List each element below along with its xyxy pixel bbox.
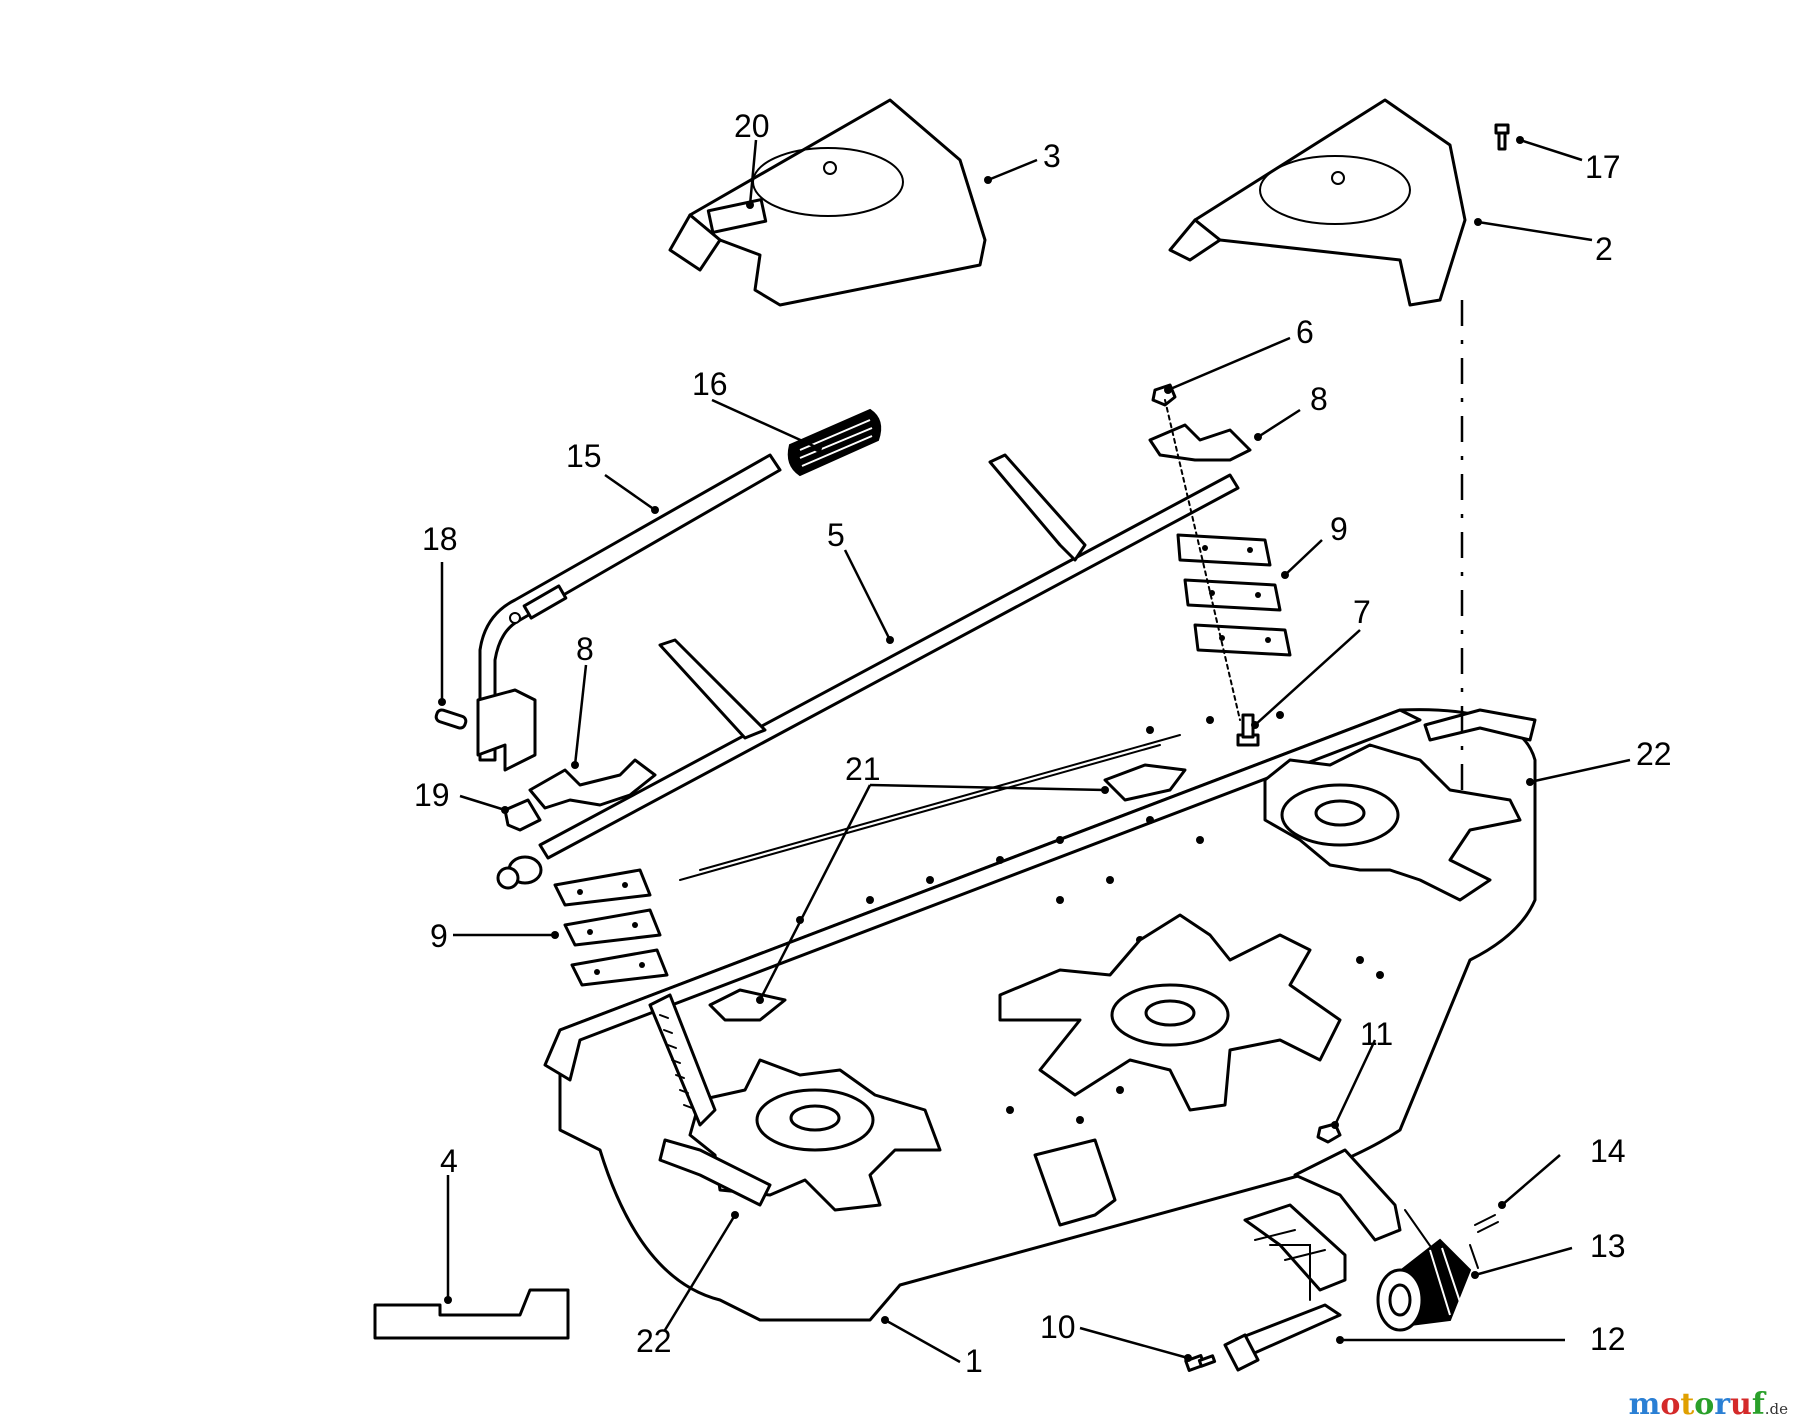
- screw-10: [1184, 1354, 1217, 1372]
- handle-bracket: [476, 688, 537, 772]
- decal-21-lower: [708, 988, 787, 1022]
- lift-handle: [478, 453, 782, 762]
- grip-16: [787, 408, 882, 477]
- callout-8-lower: 8: [576, 631, 594, 667]
- mower-deck: [543, 708, 1537, 1322]
- watermark-domain: .de: [1764, 1400, 1788, 1418]
- clip-19: [503, 798, 542, 832]
- clamp-8-upper: [1148, 423, 1252, 462]
- gauge-4: [373, 1288, 570, 1340]
- callout-1: 1: [965, 1343, 983, 1379]
- center-spindle-mount: [998, 913, 1342, 1112]
- watermark-logo: motoruf.de: [1629, 1387, 1788, 1422]
- watermark-letter: m: [1628, 1387, 1661, 1422]
- pin-18: [434, 708, 468, 730]
- belt-cover-right: [1168, 98, 1467, 307]
- leader-lines: [440, 138, 1631, 1364]
- spacer-plates-left: [553, 868, 669, 987]
- callout-2: 2: [1595, 231, 1613, 267]
- watermark-letter: t: [1680, 1387, 1695, 1422]
- roller-13: [1376, 1238, 1472, 1332]
- shaft-pivot: [496, 855, 543, 890]
- callout-20: 20: [734, 108, 770, 144]
- lift-shaft: [538, 453, 1240, 860]
- callout-22-left: 22: [636, 1323, 672, 1359]
- right-spindle-mount: [1263, 743, 1522, 902]
- callout-labels: 20 3 17 2 6 16 8 15 9 5 18 7 8 22 21 19 …: [414, 108, 1672, 1379]
- callout-9-right: 9: [1330, 511, 1348, 547]
- watermark-letter: r: [1714, 1387, 1731, 1422]
- callout-11: 11: [1360, 1016, 1393, 1052]
- spacer-plates-right: [1176, 533, 1292, 657]
- cotter-pin-14: [1469, 1214, 1499, 1269]
- callout-4: 4: [440, 1143, 458, 1179]
- callout-10: 10: [1040, 1309, 1076, 1345]
- height-adjust-plate: [648, 993, 717, 1127]
- callout-12: 12: [1590, 1321, 1626, 1357]
- callout-16: 16: [692, 366, 728, 402]
- left-spindle-mount: [688, 1058, 942, 1212]
- watermark-brand: motoruf: [1629, 1387, 1765, 1422]
- decal-21-upper: [1103, 763, 1187, 802]
- callout-21: 21: [845, 751, 881, 787]
- callout-5: 5: [827, 517, 845, 553]
- callout-14: 14: [1590, 1133, 1626, 1169]
- screw-17: [1494, 123, 1510, 151]
- callout-15: 15: [566, 438, 602, 474]
- callout-6: 6: [1296, 314, 1314, 350]
- roller-axle-bend: [1223, 1333, 1260, 1372]
- bolt-7: [1236, 713, 1260, 747]
- leader-dots: [438, 136, 1534, 1362]
- axle-guide: [1269, 1244, 1311, 1301]
- callout-17: 17: [1585, 149, 1621, 185]
- decal-22-left: [658, 1138, 772, 1207]
- clamp-8-lower: [528, 758, 657, 810]
- callout-3: 3: [1043, 138, 1061, 174]
- watermark-letter: o: [1660, 1387, 1681, 1422]
- callout-22-right: 22: [1636, 736, 1672, 772]
- callout-7: 7: [1353, 594, 1371, 630]
- callout-19: 19: [414, 777, 450, 813]
- nut-bolt-axis: [1164, 399, 1241, 721]
- callout-18: 18: [422, 521, 458, 557]
- callout-9-left: 9: [430, 918, 448, 954]
- callout-13: 13: [1590, 1228, 1626, 1264]
- belt-cover-left: [668, 98, 987, 307]
- callout-8-upper: 8: [1310, 381, 1328, 417]
- watermark-letter: f: [1751, 1387, 1765, 1422]
- watermark-letter: o: [1694, 1387, 1715, 1422]
- watermark-letter: u: [1730, 1387, 1752, 1422]
- decal-22-right: [1423, 708, 1537, 742]
- deck-rear-tab: [1033, 1138, 1117, 1227]
